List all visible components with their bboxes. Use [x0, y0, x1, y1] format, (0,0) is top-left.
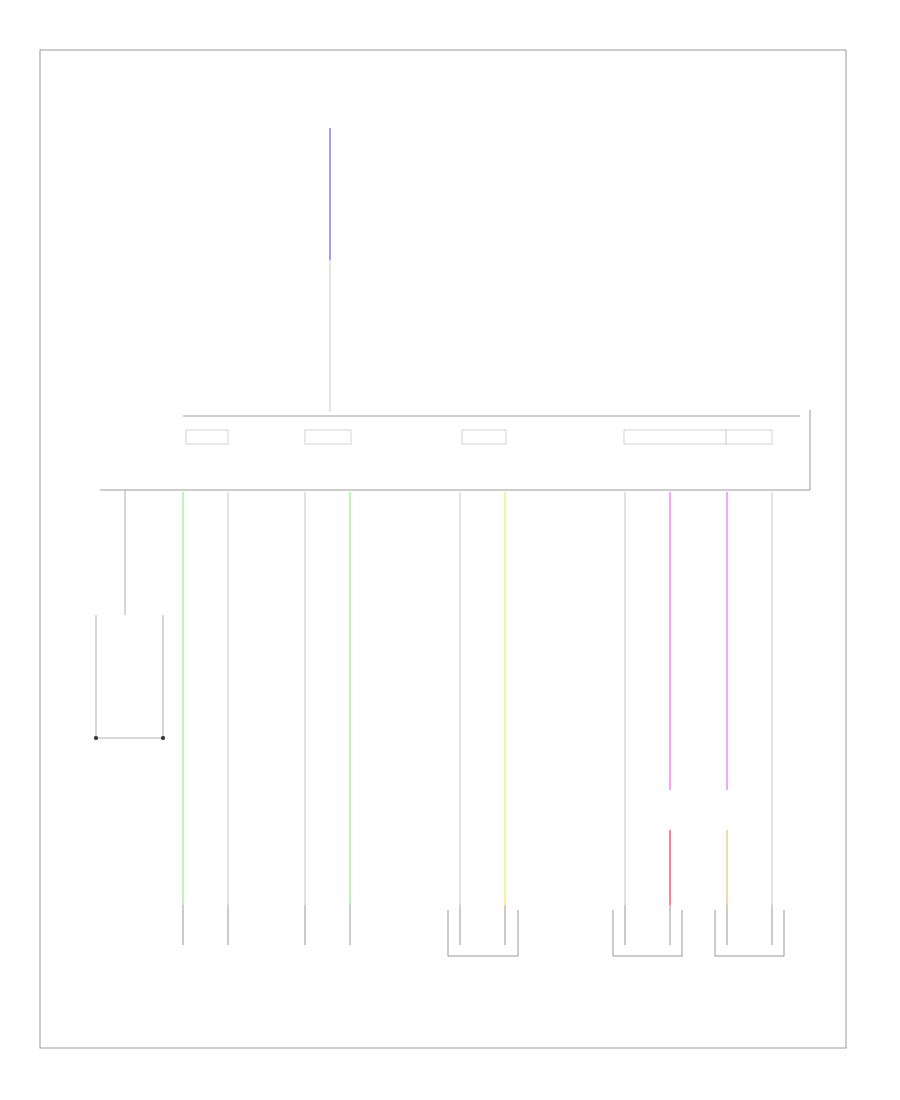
- module-switch-2: [304, 429, 352, 445]
- ground-circuit: [94, 490, 165, 740]
- module-switch-3: [461, 429, 507, 445]
- motor-4: [612, 905, 683, 957]
- ground-node-left: [94, 736, 98, 740]
- motor-5: [714, 905, 785, 957]
- ground-node-right: [161, 736, 165, 740]
- motor-4-housing: [612, 910, 683, 957]
- module-switch-1: [185, 429, 229, 445]
- motor-1: [182, 905, 229, 945]
- diagram-frame: [39, 49, 847, 1049]
- motor-3-housing: [447, 910, 519, 957]
- module-switch-5: [725, 429, 773, 445]
- seat-switch-module: [100, 410, 811, 491]
- motor-3: [447, 905, 519, 957]
- module-switch-4: [623, 429, 727, 445]
- motor-wires: [182, 492, 773, 905]
- motor-2: [304, 905, 351, 945]
- seat-motors: [182, 905, 785, 957]
- motor-5-housing: [714, 910, 785, 957]
